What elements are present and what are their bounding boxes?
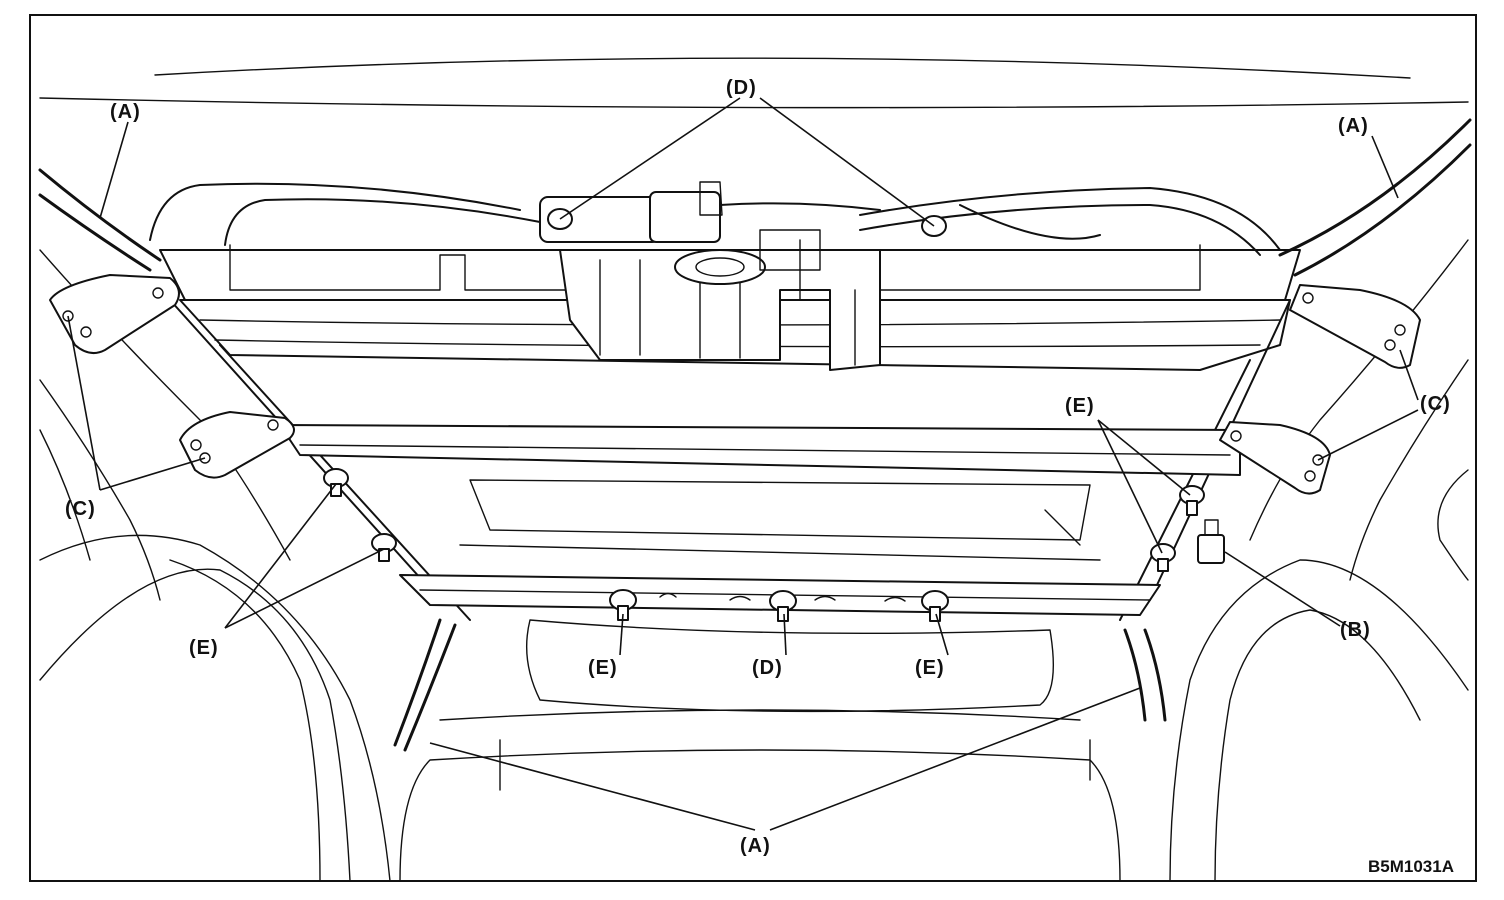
bolt-e-center-right [921,590,949,622]
connector-b [1197,519,1225,564]
label-c-right: (C) [1420,393,1451,415]
bolt-e-right-upper [1179,485,1205,516]
figure-code: B5M1031A [1368,857,1454,876]
bracket-right-front [1289,284,1421,369]
label-e-right: (E) [1065,395,1095,417]
vehicle-body-outline [39,57,1469,882]
drain-hose-left-rear [393,618,457,752]
label-a-bottom: (A) [740,835,771,857]
bracket-right-rear [1219,421,1331,495]
clip-holes [659,592,906,602]
label-a-left: (A) [110,101,141,123]
label-d-top: (D) [726,77,757,99]
label-a-right: (A) [1338,115,1369,137]
leader-lines [67,97,1419,831]
label-e-center-left: (E) [588,657,618,679]
label-b: (B) [1340,619,1371,641]
bolt-e-left-lower [371,533,397,562]
label-d-center: (D) [752,657,783,679]
bolt-e-right-lower [1150,543,1176,572]
bolt-d-center [769,590,797,622]
drive-motor-assembly [539,181,881,371]
label-c-left: (C) [65,498,96,520]
bolt-e-left-upper [323,468,349,497]
drain-hoses-and-cables [149,182,1281,256]
label-e-left: (E) [189,637,219,659]
drain-hose-right-rear [1123,628,1167,722]
bolt-e-center-left [609,589,637,621]
bracket-left-rear [179,411,295,479]
drain-hose-right-front [1278,118,1472,277]
diagram-frame [29,14,1477,882]
lower-cross-member [279,424,1241,713]
callout-labels: (A) (A) (D) (C) (C) (E) (E) (B) (E) (D) … [65,77,1454,876]
drain-hose-left-front [38,168,162,272]
bracket-left-front [49,274,180,355]
label-e-center-right: (E) [915,657,945,679]
